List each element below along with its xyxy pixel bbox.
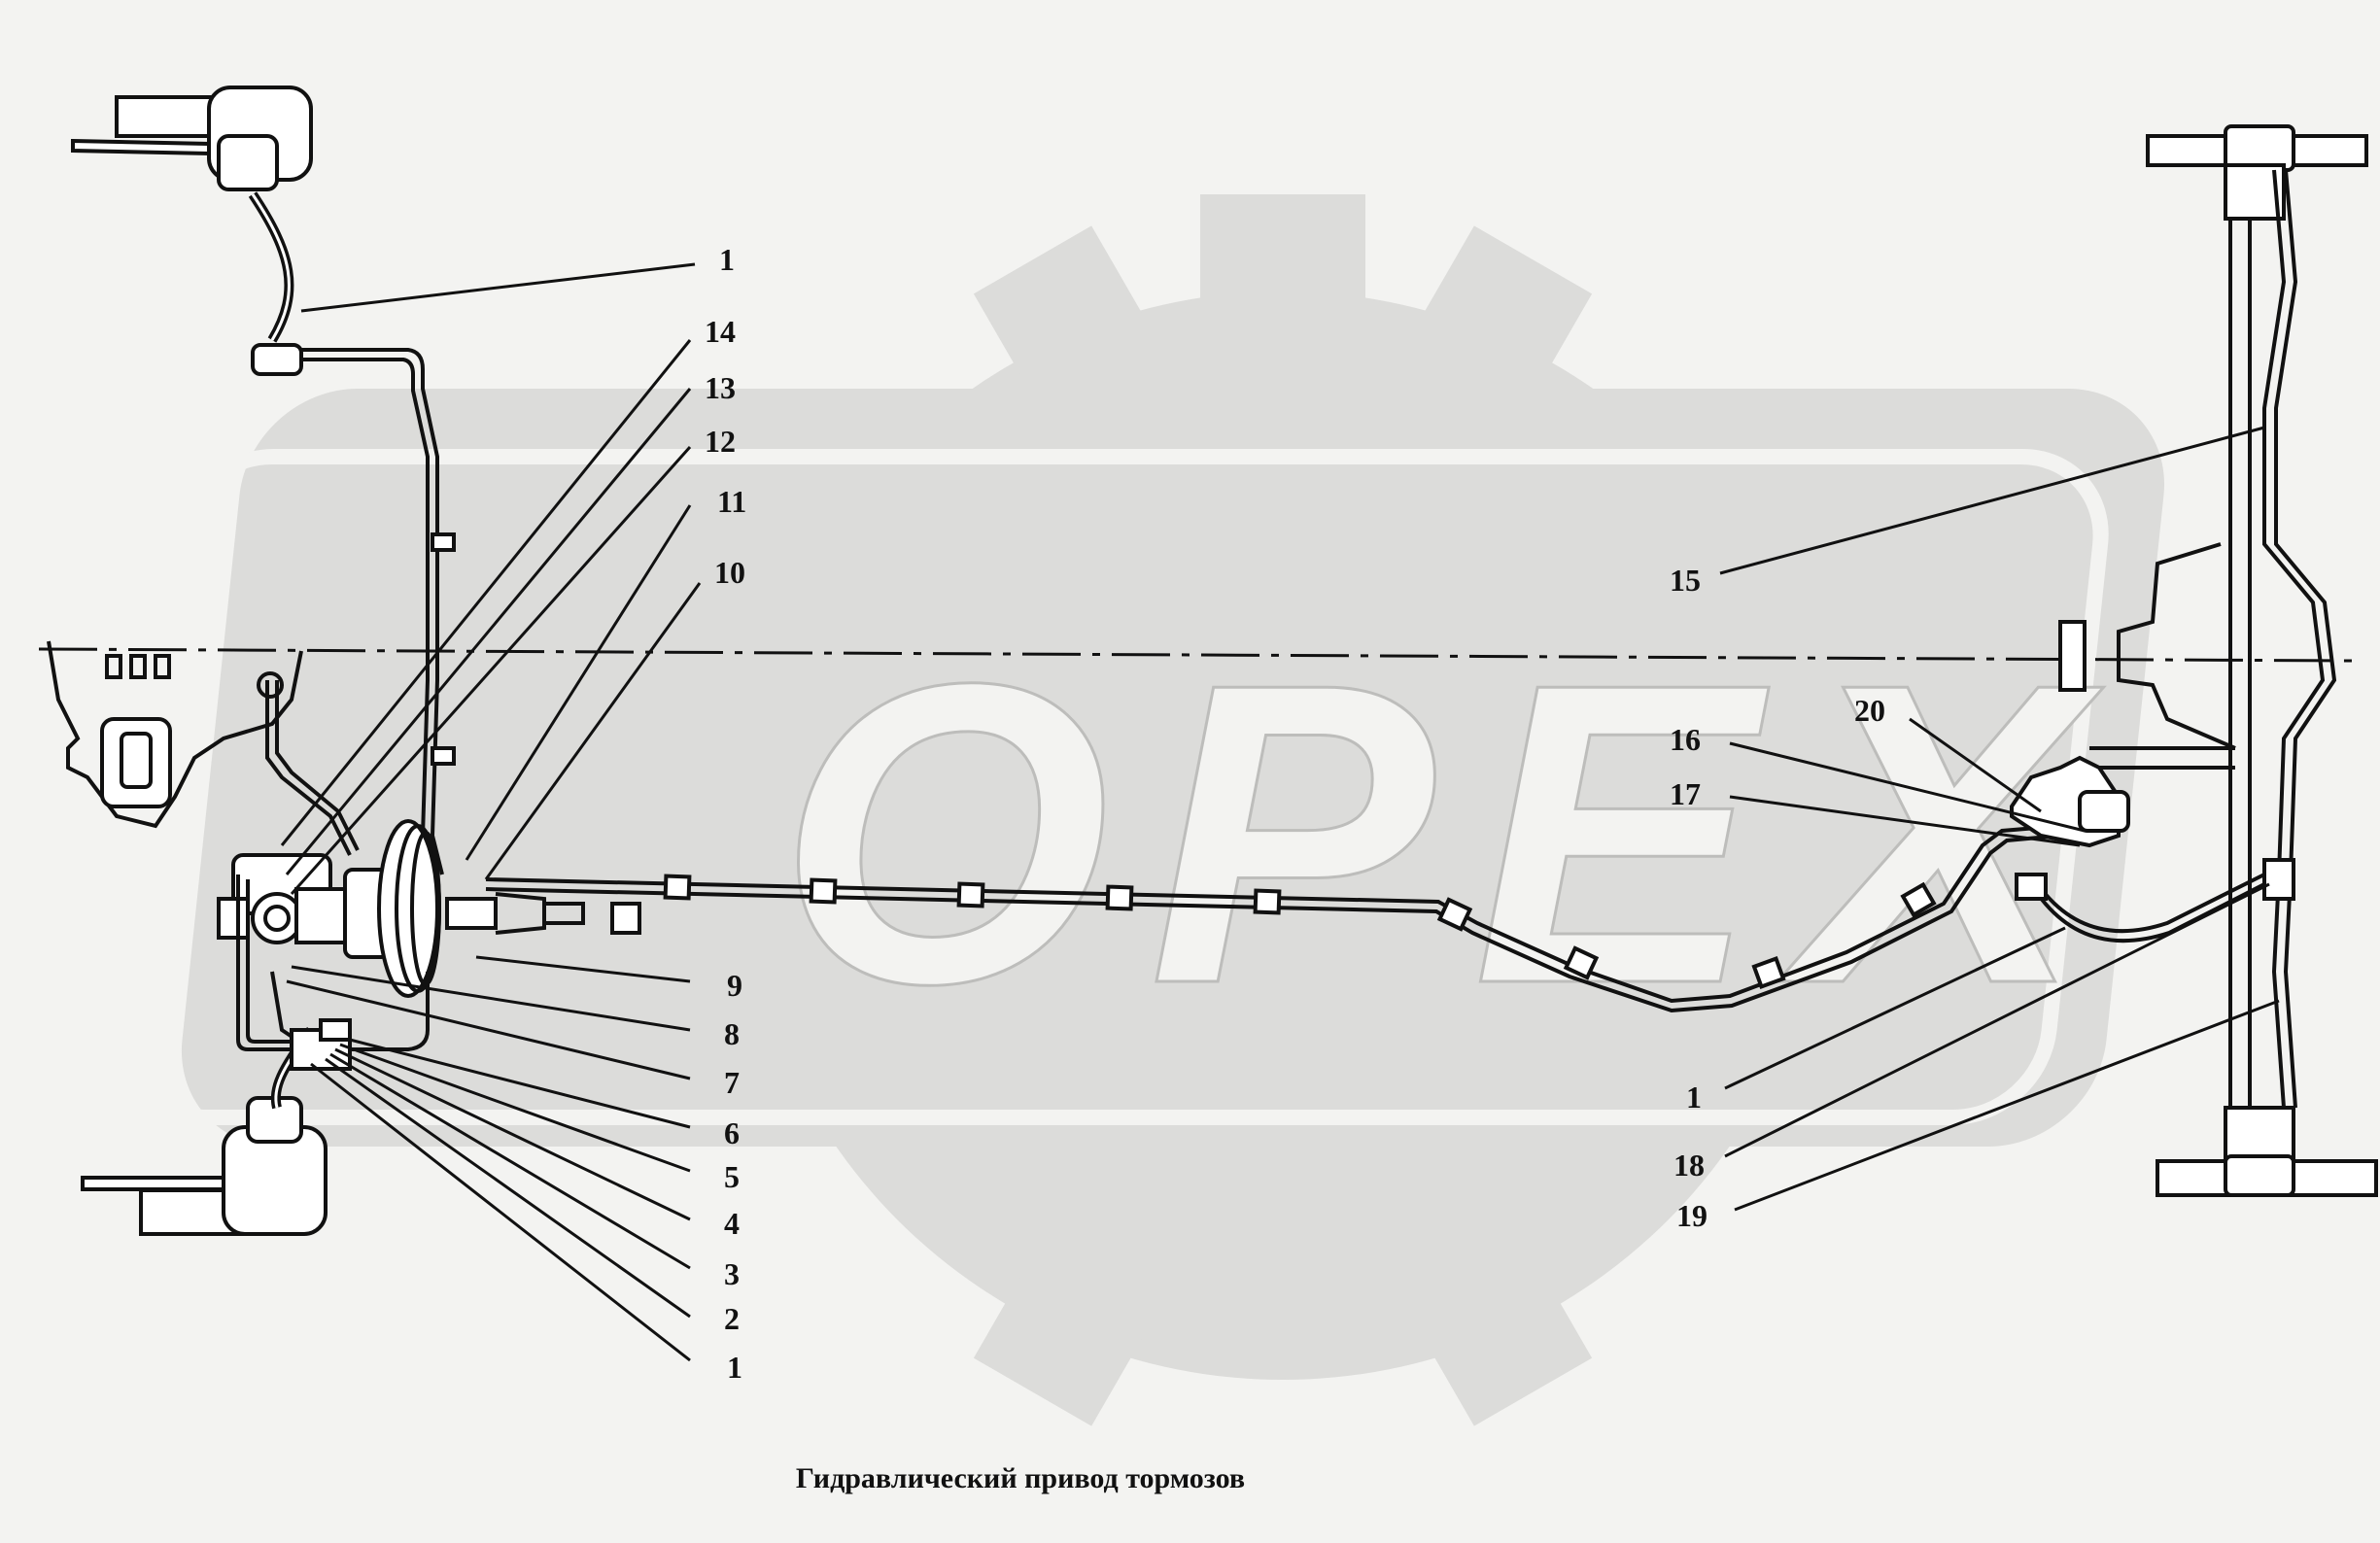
front-axle-outline: [47, 640, 303, 829]
callout-7: 7: [724, 1065, 740, 1100]
callout-19: 19: [1676, 1198, 1707, 1233]
callout-15: 15: [1670, 563, 1701, 598]
callout-20: 20: [1854, 693, 1885, 728]
watermark-text: OPEX: [777, 596, 2121, 1073]
callout-18: 18: [1673, 1148, 1705, 1183]
vehicle-axis-line: [38, 647, 2353, 663]
callout-17: 17: [1670, 776, 1701, 811]
callout-9: 9: [727, 968, 742, 1003]
front-right-wheel-brake: [81, 1027, 328, 1236]
callout-3: 3: [724, 1256, 740, 1291]
main-rear-brake-line: [485, 824, 2061, 1013]
callout-4: 4: [724, 1206, 740, 1241]
diagram-caption: Гидравлический привод тормозов: [795, 1462, 1246, 1494]
callout-1-bottom: 1: [727, 1350, 742, 1385]
callout-13: 13: [705, 370, 736, 405]
front-brake-lines: [251, 343, 456, 875]
callout-1-rear: 1: [1686, 1080, 1702, 1114]
callout-11: 11: [717, 484, 746, 519]
callout-14: 14: [705, 314, 736, 349]
callout-6: 6: [724, 1115, 740, 1150]
callout-10: 10: [714, 555, 745, 590]
front-left-wheel-brake: [71, 86, 313, 343]
callout-12: 12: [705, 424, 736, 459]
callout-8: 8: [724, 1016, 740, 1051]
leader-lines: [280, 262, 2280, 1362]
rear-axle: [2010, 124, 2378, 1197]
watermark-logo: [181, 194, 2165, 1426]
callout-1-top: 1: [719, 242, 735, 277]
callout-labels: 1 14 13 12 11 10 9 8 7 6 5 4 3 2 1 15 20…: [705, 242, 1885, 1385]
callout-2: 2: [724, 1301, 740, 1336]
callout-5: 5: [724, 1159, 740, 1194]
callout-16: 16: [1670, 722, 1701, 757]
